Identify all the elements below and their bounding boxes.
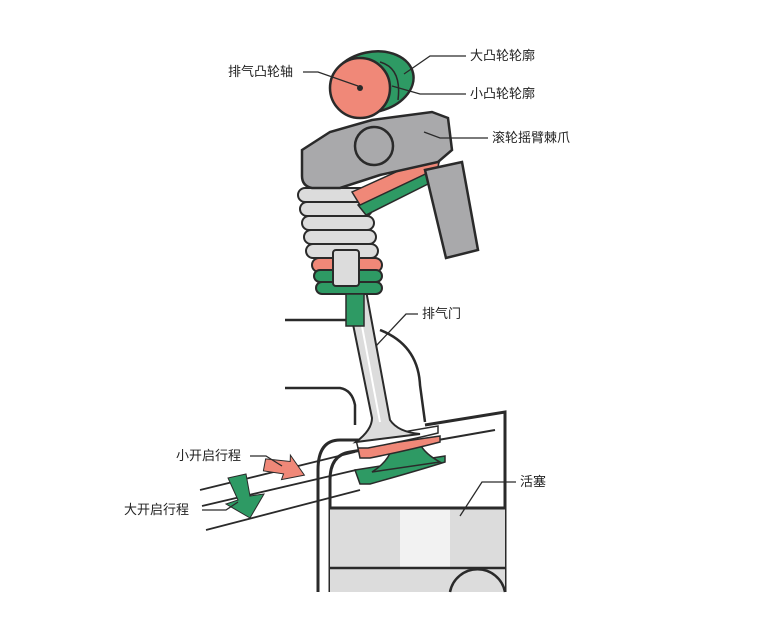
label-roller-rocker-claw: 滚轮摇臂棘爪 — [492, 130, 570, 146]
large-lift-arrow — [224, 473, 265, 519]
small-lift-arrow — [262, 453, 306, 481]
label-piston: 活塞 — [520, 474, 546, 490]
leader-lines — [202, 55, 516, 517]
valve-spring — [297, 187, 383, 327]
valve-head-small-lift — [357, 435, 441, 459]
label-small-cam-profile: 小凸轮轮廓 — [470, 86, 535, 102]
piston — [330, 506, 507, 593]
label-small-lift: 小开启行程 — [176, 449, 241, 464]
label-large-lift: 大开启行程 — [124, 503, 189, 518]
label-exhaust-camshaft: 排气凸轮轴 — [228, 64, 293, 80]
roller-rocker-arm — [300, 110, 480, 260]
exhaust-camshaft — [328, 50, 415, 120]
label-exhaust-valve: 排气门 — [422, 306, 461, 322]
label-large-cam-profile: 大凸轮轮廓 — [470, 48, 535, 64]
valve-head-large-lift — [353, 443, 446, 485]
